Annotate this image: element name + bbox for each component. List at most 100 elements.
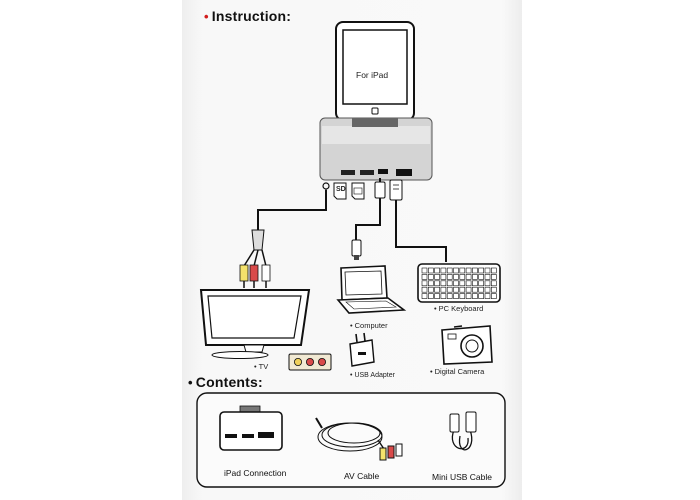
mini-usb-plug-icon	[351, 239, 362, 260]
keyboard-key	[490, 293, 497, 299]
keyboard-key	[465, 286, 472, 293]
keyboard-key	[446, 274, 453, 280]
tv-label-text: TV	[258, 362, 269, 371]
keyboard-key	[427, 280, 434, 287]
usb-adapter-label-text: USB Adapter	[354, 372, 395, 379]
keyboard-key	[440, 274, 447, 280]
sd-port-label: SD	[336, 186, 346, 193]
rca-splitter-icon	[239, 229, 271, 288]
keyboard-key	[472, 280, 478, 287]
digital-camera-bullet: •	[430, 367, 433, 376]
keyboard-key	[434, 274, 440, 280]
keyboard-key	[421, 286, 428, 293]
keyboard-key	[472, 293, 478, 299]
computer-bullet: •	[350, 321, 353, 330]
keyboard-key	[446, 267, 453, 274]
usb-adapter-label: •USB Adapter	[350, 372, 395, 379]
usb-power-adapter-icon	[349, 332, 375, 367]
keyboard-key	[459, 293, 466, 299]
keyboard-key	[484, 293, 491, 299]
usb-adapter-bullet: •	[350, 372, 353, 379]
digital-camera-label-text: Digital Camera	[434, 367, 485, 376]
keyboard-key	[490, 274, 497, 280]
adapter-icon	[219, 405, 283, 451]
keyboard-key	[459, 286, 466, 293]
laptop-icon	[336, 265, 407, 314]
keyboard-key	[427, 267, 434, 274]
keyboard-key	[472, 274, 478, 280]
av-cable-icon	[315, 417, 403, 461]
usb-plug-icon	[374, 181, 386, 199]
keyboard-key	[427, 286, 434, 293]
keyboard-key	[490, 267, 497, 274]
instruction-heading-text: Instruction:	[211, 8, 292, 24]
contents-item-ipad-connection: iPad Connection	[224, 468, 287, 478]
keyboard-key	[465, 280, 472, 287]
keyboard-key	[440, 280, 447, 287]
tv-label: •TV	[254, 362, 268, 371]
tv-icon	[199, 289, 311, 359]
sd-card-port-icon-2	[351, 182, 365, 200]
keyboard-key	[427, 274, 434, 280]
adapter-box-icon	[319, 117, 433, 181]
keyboard-key	[434, 280, 440, 287]
keyboard-key	[490, 280, 497, 287]
keyboard-key	[478, 274, 485, 280]
digital-camera-label: •Digital Camera	[430, 367, 484, 376]
keyboard-key	[453, 280, 459, 287]
ipad-icon	[335, 21, 415, 121]
keyboard-key	[478, 286, 485, 293]
contents-item-av-cable: AV Cable	[344, 471, 380, 481]
keyboard-key	[446, 280, 453, 287]
keyboard-key	[421, 280, 428, 287]
keyboard-key	[459, 267, 466, 274]
contents-heading: •Contents:	[188, 374, 263, 390]
keyboard-key	[478, 280, 485, 287]
contents-item-mini-usb-cable: Mini USB Cable	[432, 472, 492, 482]
keyboard-key	[440, 286, 447, 293]
digital-camera-icon	[441, 325, 493, 365]
keyboard-key	[490, 286, 497, 293]
contents-heading-text: Contents:	[195, 374, 263, 390]
keyboard-key	[440, 267, 447, 274]
av-input-panel-icon	[288, 353, 332, 371]
keyboard-key	[478, 267, 485, 274]
keyboard-key	[465, 267, 472, 274]
sd-card-port-icon	[333, 182, 347, 200]
keyboard-key	[453, 267, 459, 274]
keyboard-key	[421, 267, 428, 274]
keyboard-key	[484, 280, 491, 287]
keyboard-key	[484, 267, 491, 274]
pc-keyboard-label-text: PC Keyboard	[438, 304, 484, 313]
keyboard-key	[459, 274, 466, 280]
mini-usb-cable-icon	[449, 411, 477, 451]
ipad-label: For iPad	[356, 70, 389, 80]
computer-label-text: Computer	[354, 321, 388, 330]
keyboard-key	[421, 293, 428, 299]
keyboard-key	[465, 274, 472, 280]
instruction-heading: •Instruction:	[204, 8, 291, 24]
keyboard-key	[427, 293, 434, 299]
keyboard-key	[434, 293, 440, 299]
keyboard-key	[484, 274, 491, 280]
red-bullet-icon: •	[204, 9, 209, 24]
pc-keyboard-label: •PC Keyboard	[434, 304, 483, 313]
pc-keyboard-bullet: •	[434, 304, 437, 313]
keyboard-key	[453, 274, 459, 280]
keyboard-key	[434, 267, 440, 274]
black-bullet-icon: •	[188, 375, 193, 390]
keyboard-key	[446, 293, 453, 299]
keyboard-key	[440, 293, 447, 299]
usb-port-plug-icon	[389, 179, 403, 201]
keyboard-key	[446, 286, 453, 293]
keyboard-key	[434, 286, 440, 293]
keyboard-icon	[417, 263, 501, 303]
keyboard-key	[453, 293, 459, 299]
keyboard-key	[472, 286, 478, 293]
keyboard-key	[453, 286, 459, 293]
keyboard-key	[421, 274, 428, 280]
tv-bullet: •	[254, 362, 257, 371]
computer-label: •Computer	[350, 321, 388, 330]
keyboard-key	[478, 293, 485, 299]
